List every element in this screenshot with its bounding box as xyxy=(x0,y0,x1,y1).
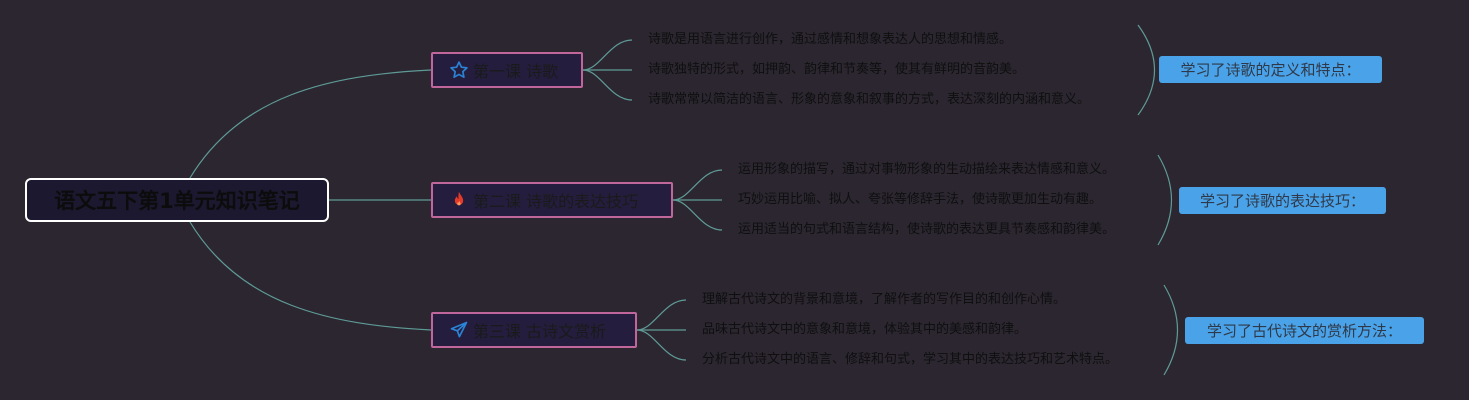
summary-lesson-3-label: 学习了古代诗文的赏析方法： xyxy=(1206,322,1402,340)
connector-root-branch-3 xyxy=(189,221,432,331)
summary-lesson-2-label: 学习了诗歌的表达技巧： xyxy=(1199,192,1365,210)
paper-plane-icon xyxy=(449,320,469,340)
leaf-1-2[interactable]: 诗歌独特的形式，如押韵、韵律和节奏等，使其有鲜明的音韵美。 xyxy=(648,62,1026,77)
branch-lesson-1[interactable]: 第一课 诗歌 xyxy=(431,52,583,88)
fire-icon xyxy=(449,190,469,210)
connector-branch-2-leaf-1 xyxy=(672,169,723,201)
connector-branch-1-leaf-1 xyxy=(582,39,633,71)
summary-lesson-1[interactable]: 学习了诗歌的定义和特点： xyxy=(1159,56,1382,83)
connector-root-branch-1 xyxy=(189,69,432,179)
summary-lesson-1-label: 学习了诗歌的定义和特点： xyxy=(1180,61,1361,79)
connector-branch-3-leaf-1 xyxy=(636,299,687,331)
leaf-2-3[interactable]: 运用适当的句式和语言结构，使诗歌的表达更具节奏感和韵律美。 xyxy=(738,222,1116,237)
leaf-1-3[interactable]: 诗歌常常以简洁的语言、形象的意象和叙事的方式，表达深刻的内涵和意义。 xyxy=(648,92,1091,107)
leaf-3-2[interactable]: 品味古代诗文中的意象和意境，体验其中的美感和韵律。 xyxy=(702,322,1028,337)
branch-lesson-2-label: 第二课 诗歌的表达技巧 xyxy=(473,192,639,211)
connector-branch-3-leaf-3 xyxy=(636,329,687,361)
leaf-2-1[interactable]: 运用形象的描写，通过对事物形象的生动描绘来表达情感和意义。 xyxy=(738,162,1116,177)
branch-lesson-3-label: 第三课 古诗文赏析 xyxy=(473,322,607,341)
summary-lesson-2[interactable]: 学习了诗歌的表达技巧： xyxy=(1179,187,1386,214)
leaf-1-1[interactable]: 诗歌是用语言进行创作，通过感情和想象表达人的思想和情感。 xyxy=(648,32,1013,47)
root-topic[interactable]: 语文五下第1单元知识笔记 xyxy=(25,178,329,222)
leaf-3-1[interactable]: 理解古代诗文的背景和意境，了解作者的写作目的和创作心情。 xyxy=(702,292,1067,307)
connector-branch-1-leaf-3 xyxy=(582,69,633,101)
branch-lesson-1-label: 第一课 诗歌 xyxy=(473,62,559,81)
connector-branch-2-leaf-3 xyxy=(672,199,723,231)
summary-bracket-3 xyxy=(1163,284,1179,376)
branch-lesson-2[interactable]: 第二课 诗歌的表达技巧 xyxy=(431,182,673,218)
summary-bracket-2 xyxy=(1157,154,1173,246)
star-icon xyxy=(449,60,469,80)
leaf-2-2[interactable]: 巧妙运用比喻、拟人、夸张等修辞手法，使诗歌更加生动有趣。 xyxy=(738,192,1103,207)
branch-lesson-3[interactable]: 第三课 古诗文赏析 xyxy=(431,312,637,348)
summary-bracket-1 xyxy=(1137,24,1155,116)
leaf-3-3[interactable]: 分析古代诗文中的语言、修辞和句式，学习其中的表达技巧和艺术特点。 xyxy=(702,352,1119,367)
summary-lesson-3[interactable]: 学习了古代诗文的赏析方法： xyxy=(1185,317,1424,344)
root-topic-label: 语文五下第1单元知识笔记 xyxy=(54,189,300,213)
